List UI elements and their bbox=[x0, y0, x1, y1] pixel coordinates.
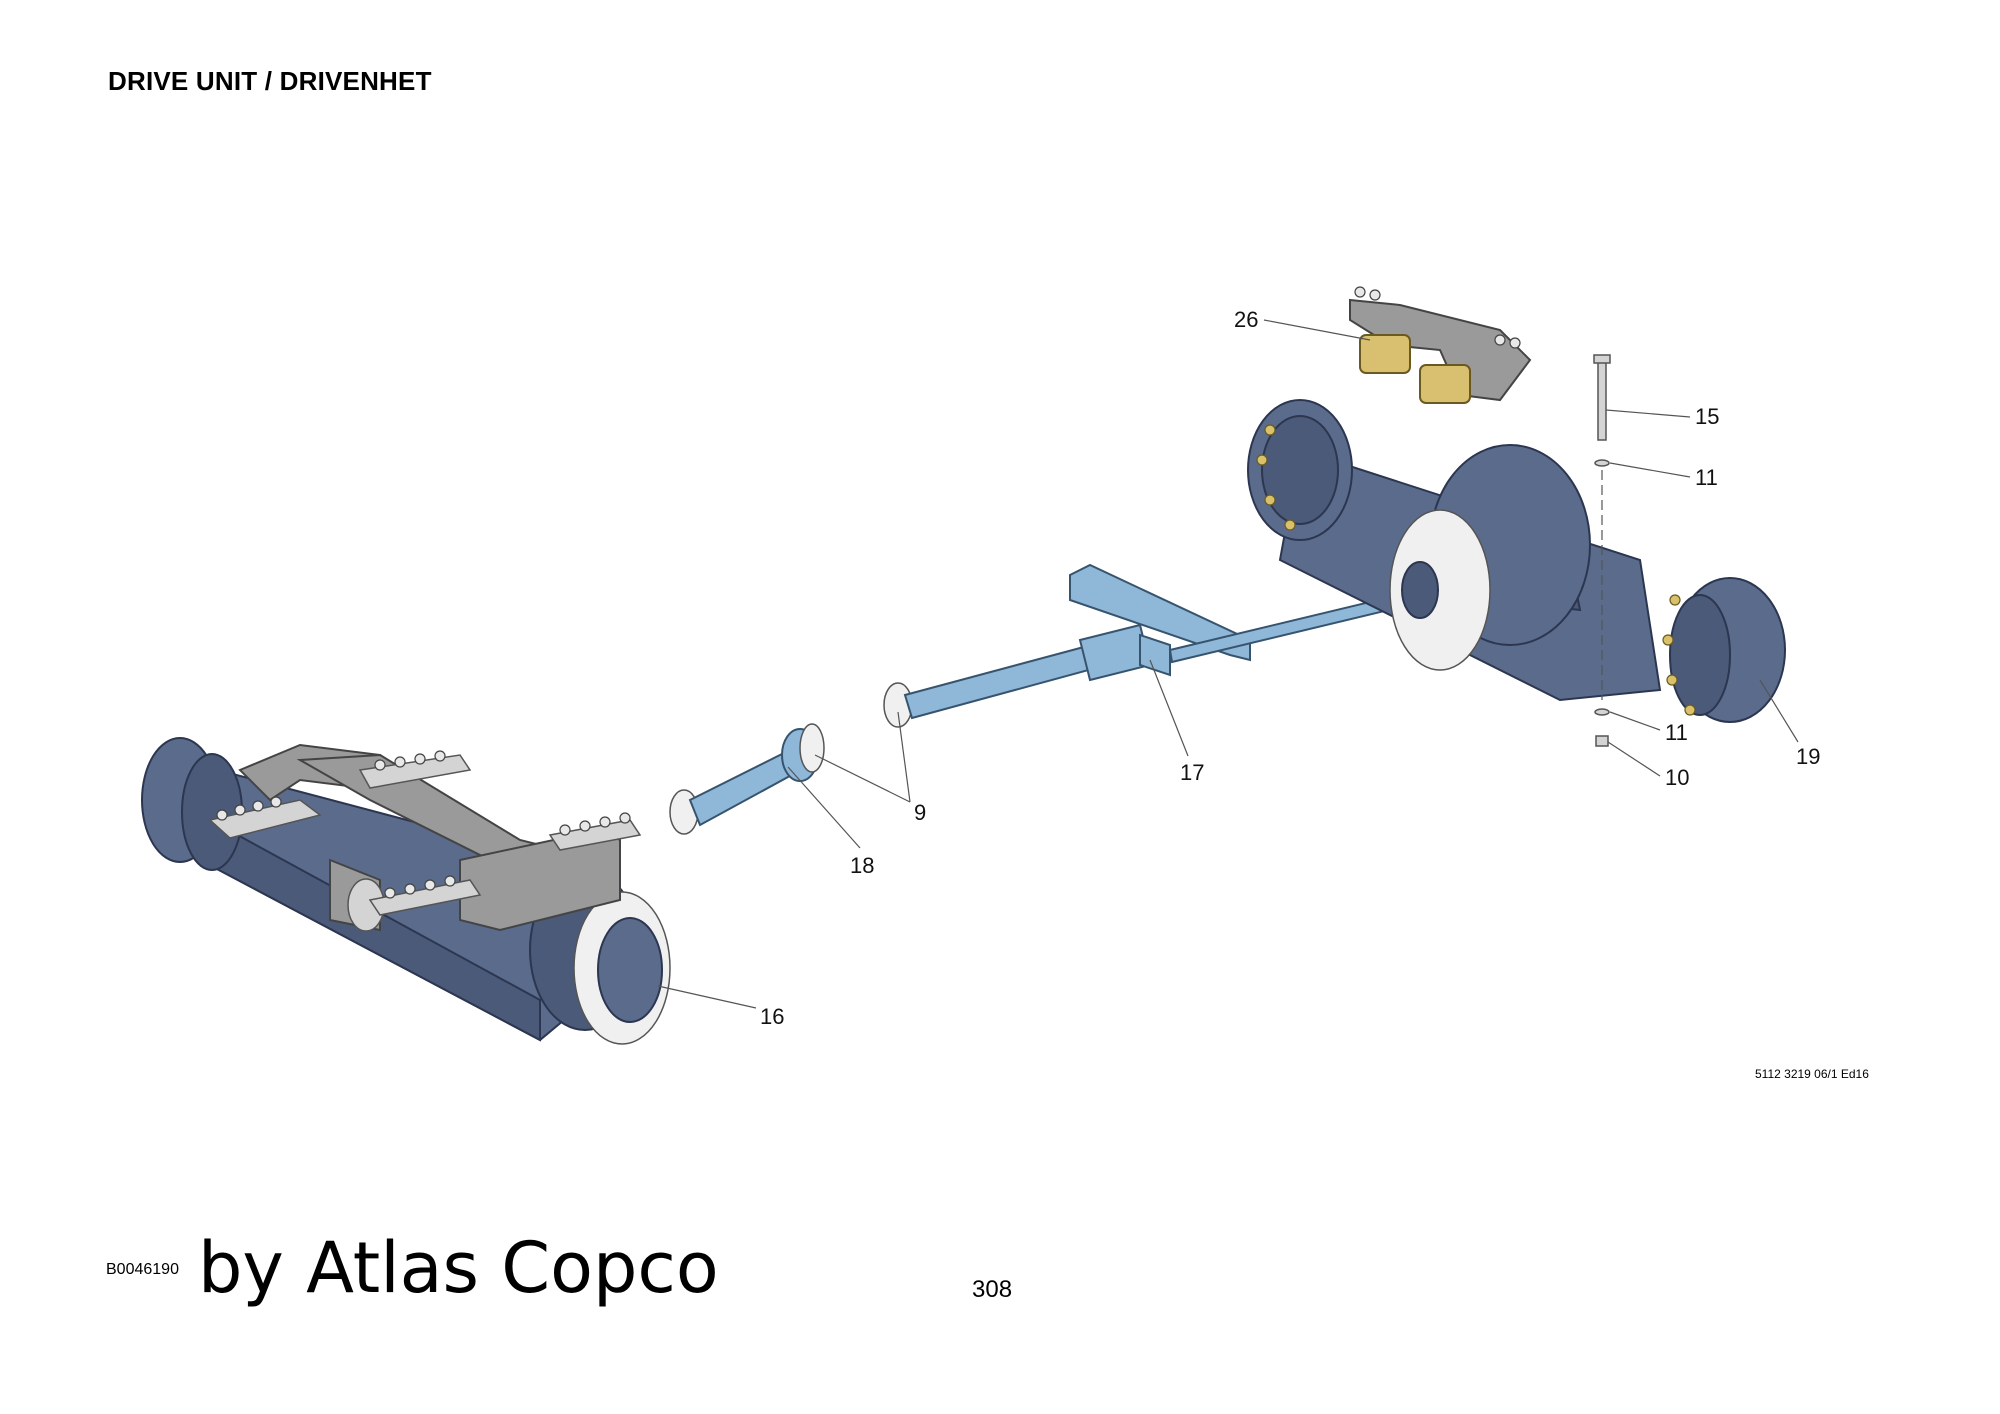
callout-26: 26 bbox=[1234, 307, 1258, 332]
page-title: DRIVE UNIT / DRIVENHET bbox=[108, 66, 432, 96]
bolt-15-assembly bbox=[1593, 354, 1611, 747]
drive-shaft-short bbox=[669, 723, 825, 835]
callout-16: 16 bbox=[760, 1004, 784, 1029]
callout-15: 15 bbox=[1695, 404, 1719, 429]
drive-shaft-long bbox=[883, 623, 1152, 728]
callout-11-upper: 11 bbox=[1695, 465, 1718, 490]
pump-assembly-26 bbox=[1349, 286, 1532, 404]
leader-lines bbox=[657, 319, 1799, 1009]
callout-17: 17 bbox=[1180, 760, 1204, 785]
callout-10: 10 bbox=[1665, 765, 1689, 790]
page-number: 308 bbox=[972, 1276, 1013, 1303]
front-axle-assembly bbox=[1247, 399, 1786, 723]
rear-axle-assembly bbox=[141, 737, 671, 1045]
drawing-id: B0046190 bbox=[106, 1261, 179, 1278]
callout-11-lower: 11 bbox=[1665, 720, 1688, 745]
callout-9: 9 bbox=[914, 800, 926, 825]
publisher-watermark: by Atlas Copco bbox=[198, 1227, 719, 1309]
callout-19: 19 bbox=[1796, 744, 1820, 769]
document-reference: 5112 3219 06/1 Ed16 bbox=[1755, 1067, 1869, 1081]
callout-18: 18 bbox=[850, 853, 874, 878]
